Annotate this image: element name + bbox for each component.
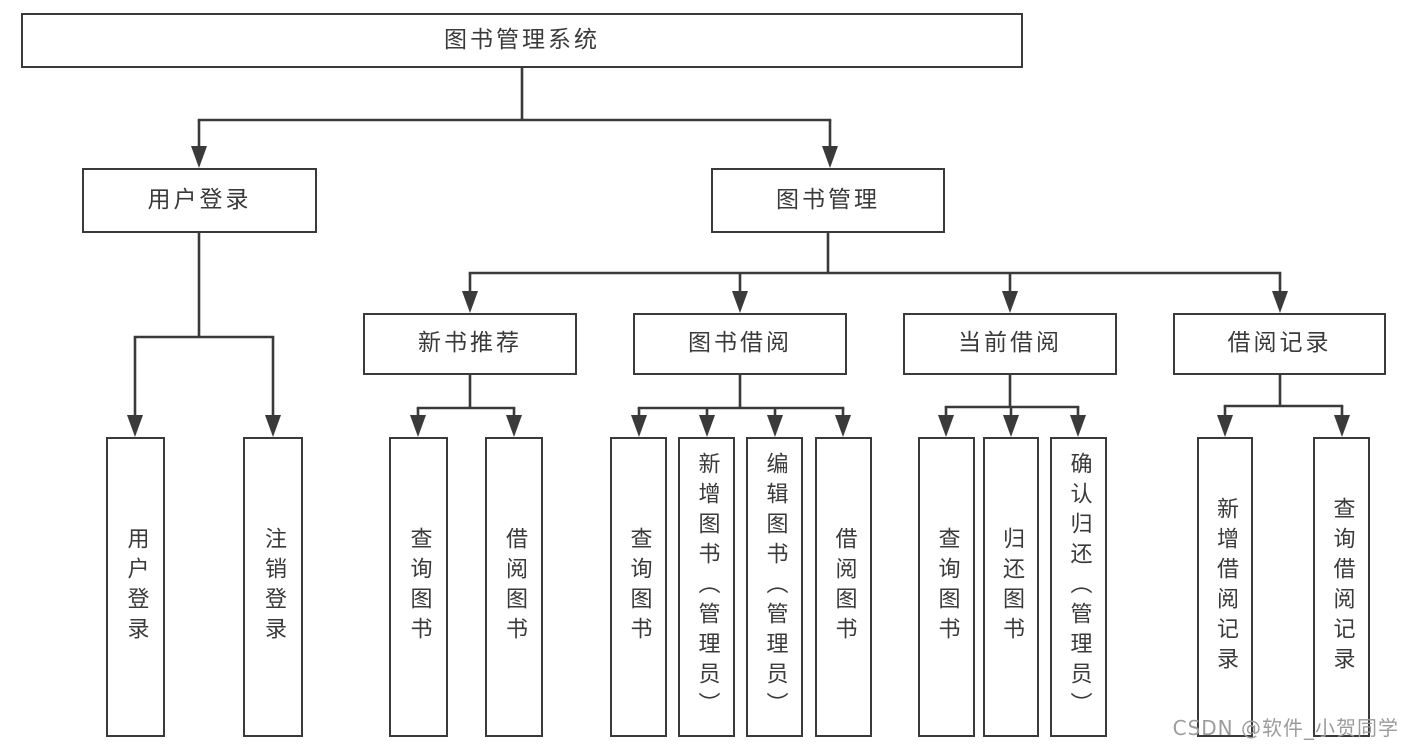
node-system-root: 图书管理系统 (21, 13, 1023, 68)
leaf-user-login: 用户登录 (106, 437, 165, 737)
watermark-text: CSDN @软件_小贺同学 (1172, 716, 1399, 740)
leaf-confirm-return-admin: 确认归还（管理员） (1050, 437, 1107, 737)
node-current-borrow: 当前借阅 (903, 313, 1117, 375)
leaf-borrow-books-recommend: 借阅图书 (485, 437, 543, 737)
leaf-add-borrow-record: 新增借阅记录 (1197, 437, 1253, 737)
leaf-edit-book-admin: 编辑图书（管理员） (746, 437, 803, 737)
node-book-borrow: 图书借阅 (633, 313, 847, 375)
leaf-query-books-current: 查询图书 (918, 437, 975, 737)
leaf-return-books: 归还图书 (983, 437, 1039, 737)
node-new-book-recommend: 新书推荐 (363, 313, 577, 375)
leaf-query-books-recommend: 查询图书 (389, 437, 448, 737)
leaf-borrow-books: 借阅图书 (815, 437, 872, 737)
leaf-query-borrow-record: 查询借阅记录 (1313, 437, 1370, 737)
node-borrow-records: 借阅记录 (1173, 313, 1386, 375)
leaf-logout: 注销登录 (243, 437, 303, 737)
leaf-add-book-admin: 新增图书（管理员） (678, 437, 735, 737)
leaf-query-books-borrow: 查询图书 (610, 437, 667, 737)
node-book-management: 图书管理 (711, 168, 945, 233)
node-user-login: 用户登录 (82, 168, 317, 233)
